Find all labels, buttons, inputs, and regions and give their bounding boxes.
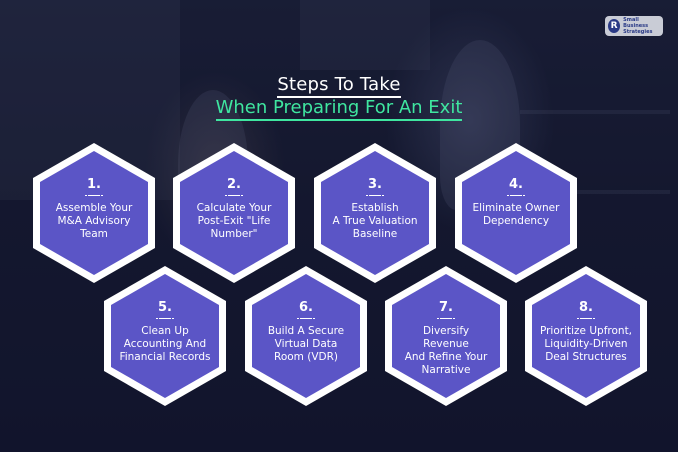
step-number: 6.	[299, 300, 313, 315]
step-hexagon-2: 2. Calculate Your Post-Exit "Life Number…	[173, 143, 295, 283]
hexagon-fill	[40, 151, 148, 275]
step-number: 4.	[509, 177, 523, 192]
dash-divider	[225, 193, 243, 198]
step-hexagon-3: 3. Establish A True Valuation Baseline	[314, 143, 436, 283]
step-hexagon-6: 6. Build A Secure Virtual Data Room (VDR…	[245, 266, 367, 406]
step-hexagon-5: 5. Clean Up Accounting And Financial Rec…	[104, 266, 226, 406]
step-hexagon-4: 4. Eliminate Owner Dependency	[455, 143, 577, 283]
background-shelf	[520, 110, 670, 114]
hexagon-fill	[180, 151, 288, 275]
background-window	[300, 0, 430, 70]
step-hexagon-7: 7. Diversify Revenue And Refine Your Nar…	[385, 266, 507, 406]
hexagon-fill	[462, 151, 570, 275]
background-shelf	[530, 190, 670, 194]
logo-text: Small Business Strategies	[623, 17, 653, 35]
step-text: Diversify Revenue And Refine Your Narrat…	[404, 325, 488, 376]
dash-divider	[85, 193, 103, 198]
step-hexagon-1: 1. Assemble Your M&A Advisory Team	[33, 143, 155, 283]
dash-divider	[577, 316, 595, 321]
step-text: Assemble Your M&A Advisory Team	[55, 202, 133, 240]
step-number: 2.	[227, 177, 241, 192]
step-number: 1.	[87, 177, 101, 192]
company-logo: R Small Business Strategies	[605, 16, 663, 36]
step-number: 7.	[439, 300, 453, 315]
dash-divider	[297, 316, 315, 321]
dash-divider	[156, 316, 174, 321]
dash-divider	[437, 316, 455, 321]
hexagon-fill	[321, 151, 429, 275]
logo-icon: R	[608, 19, 621, 33]
step-text: Prioritize Upfront, Liquidity-Driven Dea…	[539, 325, 633, 363]
step-text: Eliminate Owner Dependency	[472, 202, 560, 227]
step-text: Establish A True Valuation Baseline	[332, 202, 418, 240]
step-text: Build A Secure Virtual Data Room (VDR)	[267, 325, 345, 363]
dash-divider	[507, 193, 525, 198]
step-number: 3.	[368, 177, 382, 192]
step-text: Calculate Your Post-Exit "Life Number"	[196, 202, 272, 240]
step-hexagon-8: 8. Prioritize Upfront, Liquidity-Driven …	[525, 266, 647, 406]
step-text: Clean Up Accounting And Financial Record…	[119, 325, 211, 363]
step-number: 8.	[579, 300, 593, 315]
step-number: 5.	[158, 300, 172, 315]
page-subtitle: When Preparing For An Exit	[0, 97, 678, 121]
page-title: Steps To Take	[0, 74, 678, 98]
dash-divider	[366, 193, 384, 198]
